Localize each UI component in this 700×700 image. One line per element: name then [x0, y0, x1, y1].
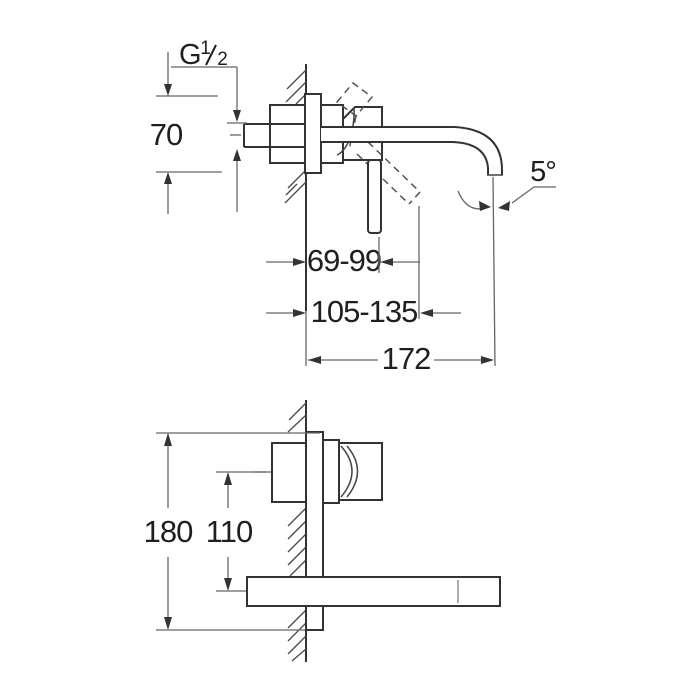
dim-70: 70 — [150, 52, 222, 214]
arrowhead — [233, 110, 241, 122]
handle-crescent-detail — [340, 445, 359, 498]
arrowhead — [164, 617, 172, 630]
arrowhead — [479, 201, 491, 211]
thread-label-denominator: 2 — [217, 49, 227, 70]
dim-69-99: 69-99 — [266, 237, 420, 278]
arrowhead — [164, 433, 172, 446]
handle-swung-dashed — [356, 141, 421, 205]
in-wall-body — [269, 104, 307, 164]
arrowhead — [293, 258, 306, 266]
dim-105-135-label: 105-135 — [311, 294, 418, 329]
dim-thread-g-half: G 1 2 — [171, 38, 247, 212]
arrowhead — [224, 472, 232, 485]
spout-outer-edge — [321, 126, 503, 175]
handle-raised-dashed — [335, 82, 374, 117]
arrowhead — [420, 309, 433, 317]
handle-connector — [322, 439, 340, 504]
water-stream-line — [492, 176, 496, 367]
dim-70-label: 70 — [150, 117, 183, 152]
dim-180: 180 — [144, 432, 320, 631]
arrowhead — [233, 149, 241, 161]
arrowhead — [308, 356, 321, 364]
escutcheon-side — [304, 93, 322, 174]
arrowhead — [481, 356, 494, 364]
wall-hatching — [287, 402, 307, 662]
dim-110: 110 — [206, 471, 271, 592]
supply-pipe — [230, 123, 304, 148]
spout-fill — [321, 127, 502, 175]
lever-handle — [367, 159, 382, 234]
thread-label-numerator: 1 — [200, 38, 210, 59]
arrowhead — [164, 84, 172, 96]
arrowhead — [498, 201, 510, 211]
arrowhead — [164, 172, 172, 184]
spout-inner-edge — [321, 141, 489, 175]
spout-front — [246, 576, 501, 607]
dim-110-label: 110 — [206, 514, 253, 549]
dim-172-label: 172 — [382, 341, 431, 376]
side-view — [230, 64, 503, 367]
dim-angle-5deg: 5° — [457, 156, 557, 211]
dim-172: 172 — [305, 311, 494, 376]
front-view — [246, 400, 501, 662]
arrowhead — [224, 578, 232, 591]
thread-fraction-slash — [205, 44, 217, 66]
in-wall-box — [271, 442, 307, 503]
angle-leader-line — [511, 186, 556, 204]
dim-180-label: 180 — [144, 514, 193, 549]
arrowhead — [380, 258, 393, 266]
dim-69-99-label: 69-99 — [307, 243, 381, 278]
angle-label: 5° — [530, 156, 556, 188]
arrowhead — [293, 309, 306, 317]
thread-label-g: G — [179, 39, 201, 71]
dim-105-135: 105-135 — [266, 206, 461, 329]
